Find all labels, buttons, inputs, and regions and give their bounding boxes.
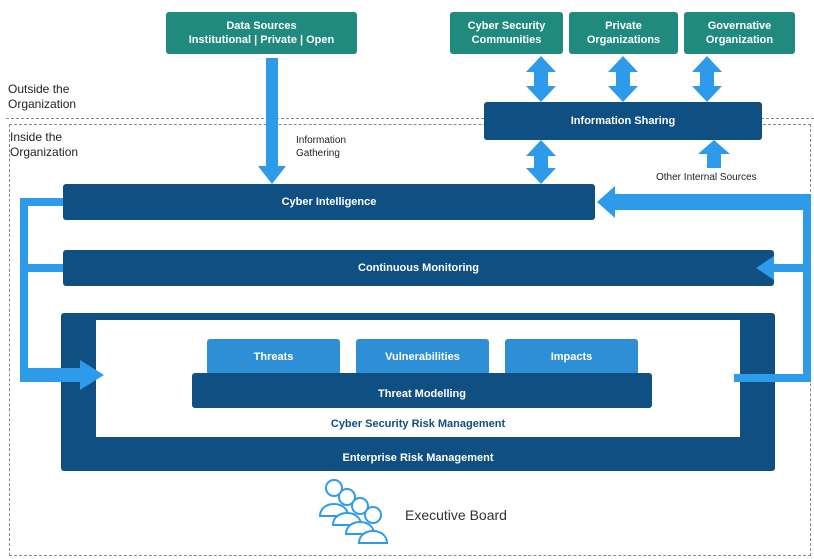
- right-feedback-loop-arrow: [597, 186, 811, 382]
- private-orgs-double-arrow: [608, 56, 638, 102]
- monitoring-input-arrow: [756, 256, 803, 280]
- other-internal-sources-label: Other Internal Sources: [656, 172, 757, 183]
- inside-organization-label: Inside the Organization: [10, 130, 79, 159]
- outside-organization-boundary: [6, 118, 814, 556]
- threat-modelling-box: Threat Modelling: [192, 373, 652, 408]
- continuous-monitoring-box: Continuous Monitoring: [63, 250, 774, 286]
- impacts-box: Impacts: [505, 339, 638, 375]
- cyber-security-risk-management-label: Cyber Security Risk Management: [330, 418, 506, 430]
- information-sharing-box: Information Sharing: [484, 102, 762, 140]
- threats-box: Threats: [207, 339, 340, 375]
- data-sources-down-arrow: [258, 58, 286, 184]
- outside-organization-label: Outside the Organization: [8, 82, 77, 111]
- enterprise-risk-management-label: Enterprise Risk Management: [342, 452, 494, 464]
- sharing-intelligence-double-arrow: [526, 140, 556, 184]
- other-sources-up-arrow: [698, 140, 730, 168]
- governative-double-arrow: [692, 56, 722, 102]
- cyber-security-communities-box: Cyber Security Communities: [450, 12, 563, 54]
- executive-board-label: Executive Board: [405, 507, 507, 523]
- private-organizations-box: Private Organizations: [569, 12, 678, 54]
- governative-organization-box: Governative Organization: [684, 12, 795, 54]
- data-sources-box: Data Sources Institutional | Private | O…: [166, 12, 357, 54]
- cyber-intelligence-box: Cyber Intelligence: [63, 184, 595, 220]
- vulnerabilities-box: Vulnerabilities: [356, 339, 489, 375]
- left-loop-arrow: [20, 198, 104, 390]
- communities-double-arrow: [526, 56, 556, 102]
- information-gathering-label: Information Gathering: [296, 135, 347, 159]
